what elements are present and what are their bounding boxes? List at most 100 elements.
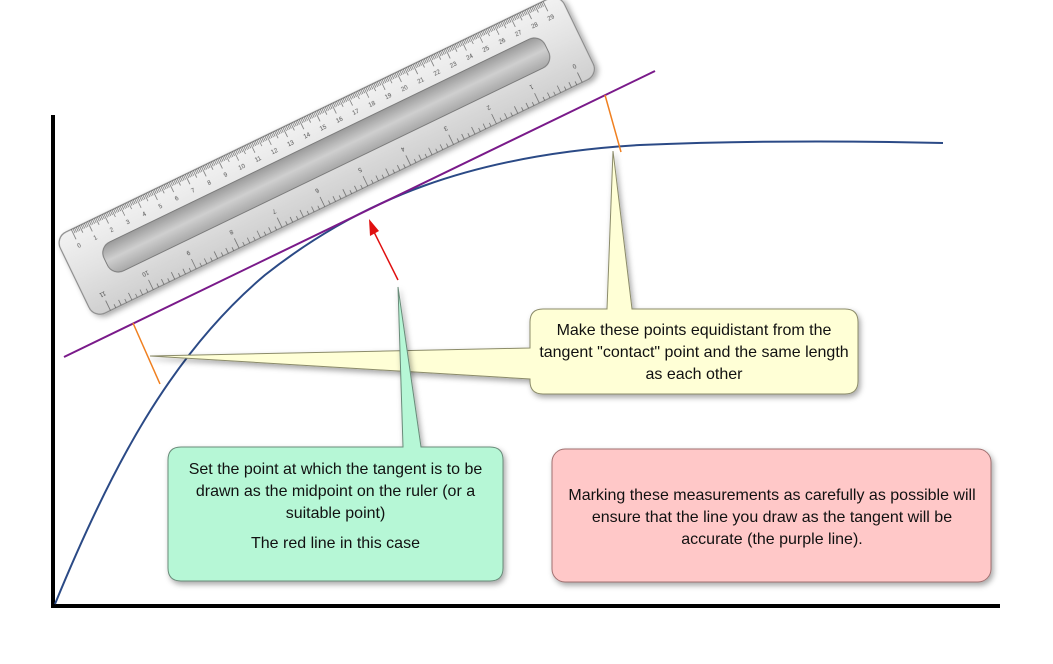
ruler-top-tick — [233, 150, 239, 161]
ruler-bottom-tick — [246, 237, 251, 244]
ruler-top-tick — [506, 18, 510, 24]
ruler-top-tick — [153, 189, 157, 194]
ruler-top-tick — [399, 70, 403, 76]
ruler-top-tick — [298, 119, 305, 130]
ruler-top-tick — [139, 196, 143, 202]
ruler-top-label: 25 — [482, 45, 491, 54]
green-callout-shape — [167, 286, 504, 582]
ruler-top-tick — [357, 90, 361, 96]
ruler-top-tick — [290, 123, 295, 131]
ruler: 0123456789101112131415161718192021222324… — [58, 0, 595, 315]
ruler-bottom-tick — [456, 138, 460, 143]
ruler-top-tick — [225, 154, 230, 163]
ruler-bottom-tick — [381, 174, 385, 179]
ruler-top-tick — [458, 42, 461, 47]
ruler-bottom-label: 7 — [270, 207, 276, 214]
yellow-callout-shape — [149, 150, 859, 395]
ruler-top-tick — [266, 134, 272, 146]
ruler-bottom-tick — [274, 226, 277, 231]
ruler-groove — [102, 37, 551, 273]
ruler-top-tick — [305, 116, 308, 121]
ruler-bottom-tick — [124, 298, 127, 303]
ruler-top-tick — [441, 49, 445, 55]
ruler-top-tick — [396, 71, 402, 83]
ruler-top-tick — [316, 110, 320, 116]
green-callout: Set the point at which the tangent is to… — [174, 459, 497, 555]
ruler-top-tick — [355, 91, 360, 100]
ruler-top-tick — [532, 5, 536, 11]
ruler-top-tick — [511, 16, 515, 21]
ruler-top-tick — [461, 40, 467, 51]
ruler-top-label: 0 — [77, 243, 83, 250]
ruler-top-tick — [253, 141, 256, 146]
ruler-top-tick — [158, 186, 162, 192]
ruler-top-tick — [324, 106, 328, 112]
ruler-top-tick — [142, 194, 146, 200]
ruler-top-tick — [433, 53, 437, 59]
ruler-top-tick — [202, 165, 206, 171]
ruler-bottom-tick — [371, 179, 374, 184]
ruler-top-label: 22 — [433, 69, 442, 78]
ruler-top-tick — [297, 119, 300, 125]
tangent-line — [63, 70, 656, 358]
ruler-top-tick — [72, 228, 76, 234]
ruler-top-tick — [485, 28, 490, 37]
ruler-top-tick — [166, 182, 170, 188]
ruler-bottom-tick — [482, 123, 486, 130]
ruler-top-tick — [367, 86, 370, 91]
ruler-top-tick — [393, 73, 396, 79]
ruler-bottom-tick — [446, 143, 449, 148]
ruler-top-tick — [539, 2, 543, 8]
ruler-bottom-tick — [553, 91, 556, 96]
ruler-top-label: 4 — [142, 211, 148, 218]
ruler-bottom-label: 6 — [313, 186, 319, 193]
ruler-top-tick — [134, 198, 138, 204]
ruler-top-tick — [119, 205, 126, 216]
yellow-callout: Make these points equidistant from the t… — [536, 320, 852, 386]
ruler-top-tick — [388, 75, 393, 84]
ruler-top-tick — [181, 175, 185, 181]
ruler-top-label: 15 — [319, 124, 328, 133]
ruler-top-tick — [472, 35, 476, 40]
ruler-bottom-tick — [354, 185, 358, 192]
ruler-bottom-tick — [510, 112, 513, 117]
ruler-bottom-tick — [568, 82, 572, 88]
ruler-top-tick — [516, 13, 520, 19]
ruler-top-tick — [466, 38, 470, 43]
ruler-top-tick — [100, 215, 103, 220]
ruler-bottom-tick — [234, 238, 240, 249]
ruler-top-tick — [313, 112, 317, 117]
ruler-top-tick — [279, 128, 282, 134]
ruler-bottom-tick — [231, 247, 235, 251]
ruler-top-tick — [508, 17, 512, 23]
ruler-top-tick — [450, 46, 453, 51]
ruler-top-tick — [236, 149, 240, 154]
ruler-top-label: 14 — [303, 132, 312, 141]
ruler-top-tick — [541, 2, 544, 7]
ruler-top-tick — [241, 146, 246, 155]
ruler-bottom-tick — [360, 184, 363, 189]
ruler-top-tick — [432, 54, 435, 60]
ruler-bottom-tick — [161, 278, 165, 285]
ruler-top-tick — [88, 220, 92, 226]
ruler-top-tick — [467, 37, 471, 43]
ruler-top-tick — [147, 192, 151, 198]
ruler-top-tick — [497, 23, 500, 28]
ruler-top-tick — [331, 103, 337, 114]
ruler-bottom-tick — [499, 117, 503, 122]
ruler-top-tick — [410, 64, 414, 70]
ruler-top-tick — [256, 139, 260, 145]
ruler-top-tick — [113, 208, 117, 214]
ruler-bottom-tick — [332, 196, 336, 202]
ruler-top-tick — [163, 184, 167, 190]
ruler-top-tick — [189, 171, 193, 177]
ruler-top-tick — [230, 152, 234, 157]
ruler-bottom-tick — [328, 200, 331, 205]
ruler-top-tick — [536, 4, 539, 10]
ruler-top-tick — [295, 120, 299, 126]
ruler-top-tick — [223, 155, 227, 161]
ruler-top-tick — [407, 66, 411, 72]
ruler-bottom-tick — [289, 216, 293, 223]
ruler-top-tick — [380, 79, 386, 91]
ruler-top-label: 20 — [401, 85, 410, 94]
